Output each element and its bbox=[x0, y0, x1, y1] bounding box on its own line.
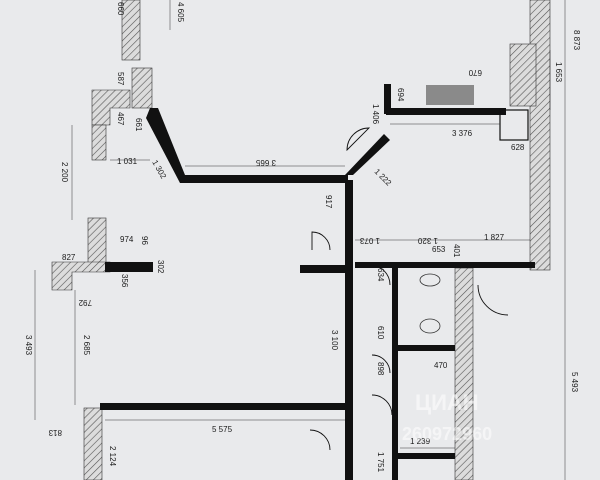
dim-label: 356 bbox=[120, 274, 129, 288]
dim-label: 5 575 bbox=[212, 425, 233, 434]
dim-label: 653 bbox=[432, 245, 446, 254]
fixtures bbox=[419, 85, 474, 334]
dim-label: 1 653 bbox=[554, 62, 563, 83]
bathroom-divider-lower bbox=[398, 453, 455, 459]
wall-3376 bbox=[386, 108, 506, 115]
bathroom-wall bbox=[392, 262, 398, 480]
dim-label: 467 bbox=[116, 112, 125, 126]
dim-label: 827 bbox=[62, 253, 76, 262]
corridor-wall bbox=[355, 262, 535, 268]
door-middle bbox=[311, 231, 331, 251]
dim-label: 1 031 bbox=[117, 157, 138, 166]
dimension-labels: 4 605 8 873 587 670 1 653 694 1 406 467 … bbox=[24, 2, 581, 473]
dim-label: 661 bbox=[134, 118, 143, 132]
upper-right-stub bbox=[384, 84, 391, 114]
dim-label: 670 bbox=[468, 68, 482, 77]
wall-stub-440 bbox=[300, 265, 345, 273]
doors bbox=[309, 127, 509, 451]
dim-label: 917 bbox=[324, 195, 333, 209]
vertical-wall-3100 bbox=[345, 180, 353, 480]
dim-label: 1 406 bbox=[371, 104, 380, 125]
shaft-box bbox=[499, 109, 529, 141]
dim-label: 1 222 bbox=[373, 167, 394, 188]
dim-label: 401 bbox=[452, 244, 461, 258]
dim-label: 898 bbox=[376, 362, 385, 376]
left-step-wall bbox=[51, 261, 111, 291]
dim-label: 2 200 bbox=[60, 162, 69, 183]
dim-label: 587 bbox=[116, 72, 125, 86]
dim-label: 1 302 bbox=[150, 159, 168, 181]
left-wall-lower bbox=[83, 407, 103, 480]
door-upper bbox=[346, 127, 371, 152]
watermark-id: 260972960 bbox=[402, 424, 492, 444]
right-wall-niche bbox=[509, 43, 537, 107]
wall-3665 bbox=[180, 175, 348, 183]
dim-label: 2 685 bbox=[82, 335, 91, 356]
dim-label: 628 bbox=[511, 143, 525, 152]
door-lower bbox=[309, 429, 331, 451]
top-left-wall-column bbox=[121, 0, 141, 61]
dim-label: 4 605 bbox=[176, 2, 185, 23]
lower-right-wall bbox=[454, 267, 474, 480]
left-wall-upper bbox=[91, 124, 107, 161]
dim-label: 302 bbox=[156, 260, 165, 274]
dim-label: 610 bbox=[376, 326, 385, 340]
watermark: ЦИАН 260972960 bbox=[402, 390, 492, 444]
meter-box bbox=[426, 85, 474, 105]
upper-left-wall-block bbox=[131, 67, 153, 109]
dim-label: 660 bbox=[116, 2, 125, 16]
dim-label: 3 376 bbox=[452, 129, 473, 138]
toilet-icon bbox=[419, 318, 441, 334]
dim-label: 974 bbox=[120, 235, 134, 244]
dimension-lines bbox=[34, 0, 566, 480]
door-bathroom-3 bbox=[371, 394, 393, 416]
bathroom-divider bbox=[398, 345, 455, 351]
dim-label: 1 751 bbox=[376, 452, 385, 473]
dim-label: 634 bbox=[376, 268, 385, 282]
watermark-logo: ЦИАН bbox=[415, 390, 479, 415]
right-exterior-wall bbox=[529, 0, 551, 271]
left-wall-middle bbox=[87, 217, 107, 267]
door-bathroom-2 bbox=[371, 354, 391, 374]
dim-label: 813 bbox=[48, 428, 62, 437]
dim-label: 470 bbox=[434, 361, 448, 370]
dim-label: 792 bbox=[78, 298, 92, 307]
dim-label: 1 073 bbox=[359, 236, 380, 245]
left-partition bbox=[105, 262, 153, 272]
sink-icon bbox=[419, 273, 441, 287]
dim-label: 3 100 bbox=[330, 330, 339, 351]
dim-label: 1 239 bbox=[410, 437, 431, 446]
dim-label: 5 493 bbox=[570, 372, 579, 393]
wall-5575 bbox=[100, 403, 345, 410]
diagonal-wall-right bbox=[345, 134, 390, 175]
dim-label: 3 665 bbox=[255, 158, 276, 167]
dim-label: 1 320 bbox=[417, 236, 438, 245]
dim-label: 1 827 bbox=[484, 233, 505, 242]
dim-label: 8 873 bbox=[572, 30, 581, 51]
dim-label: 694 bbox=[396, 88, 405, 102]
door-bathroom-1 bbox=[369, 264, 391, 286]
exterior-walls bbox=[51, 0, 551, 480]
diagonal-wall-left bbox=[146, 108, 185, 183]
dim-label: 2 124 bbox=[108, 446, 117, 467]
door-right bbox=[477, 284, 509, 316]
dim-label: 96 bbox=[140, 236, 149, 245]
interior-walls bbox=[100, 84, 535, 480]
dim-label: 3 493 bbox=[24, 335, 33, 356]
